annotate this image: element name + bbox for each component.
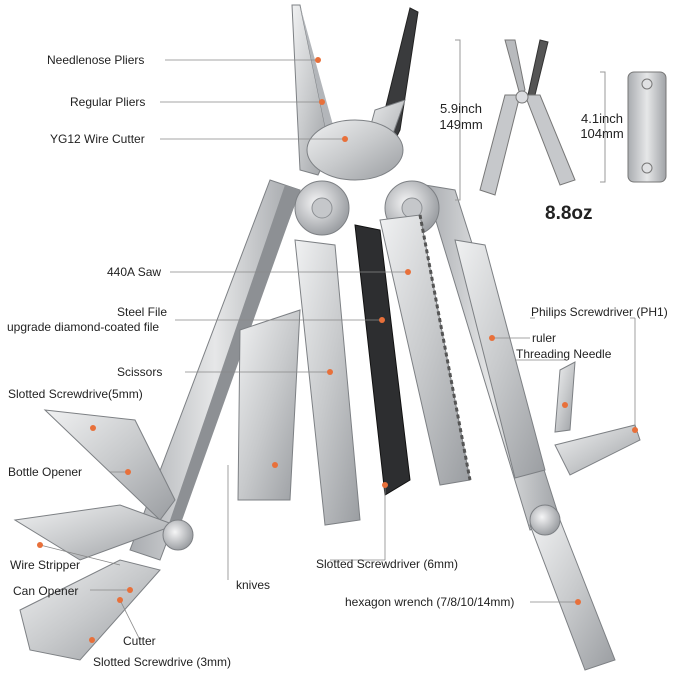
label-philips-screwdriver: Philips Screwdriver (PH1): [531, 305, 668, 319]
label-knives: knives: [236, 578, 271, 592]
label-steel-file: Steel File: [117, 305, 168, 319]
knife-blade: [237, 309, 301, 501]
label-slotted-screwdriver-5mm: Slotted Screwdrive(5mm): [8, 387, 143, 401]
label-wire-cutter: YG12 Wire Cutter: [50, 132, 145, 146]
label-slotted-screwdriver-3mm: Slotted Screwdrive (3mm): [93, 655, 232, 669]
closed-tool-thumbnail: [627, 71, 667, 183]
slotted-screwdriver-3mm-tool: [19, 559, 161, 661]
label-saw: 440A Saw: [107, 265, 162, 279]
philips-screwdriver-tool: [554, 424, 641, 476]
left-handle: [129, 179, 301, 561]
label-ruler: ruler: [532, 331, 557, 345]
label-wire-stripper: Wire Stripper: [10, 558, 81, 572]
closed-dimension-bracket: [600, 71, 606, 183]
label-hexagon-wrench: hexagon wrench (7/8/10/14mm): [345, 595, 515, 609]
open-dimension-bracket: [455, 39, 461, 201]
scissors: [294, 239, 361, 526]
label-diamond-file: upgrade diamond-coated file: [7, 320, 160, 334]
weight-label: 8.8oz: [545, 203, 593, 224]
closed-length-mm: 104mm: [580, 126, 624, 141]
label-slotted-screwdriver-6mm: Slotted Screwdriver (6mm): [316, 557, 459, 571]
label-can-opener: Can Opener: [13, 584, 79, 598]
label-threading-needle: Threading Needle: [516, 347, 612, 361]
hexagon-wrench-tool: [529, 519, 616, 671]
label-needlenose-pliers: Needlenose Pliers: [47, 53, 145, 67]
ruler-arm: [454, 239, 546, 479]
label-scissors: Scissors: [117, 365, 163, 379]
open-length-inch: 5.9inch: [440, 101, 482, 116]
label-cutter: Cutter: [123, 634, 156, 648]
slotted-screwdriver-5mm-tool: [43, 409, 176, 521]
threading-needle-tool: [554, 361, 576, 433]
label-regular-pliers: Regular Pliers: [70, 95, 146, 109]
pliers-jaws: [291, 4, 419, 181]
open-length-mm: 149mm: [439, 117, 483, 132]
leader-lines: [39, 59, 636, 641]
label-bottle-opener: Bottle Opener: [8, 465, 83, 479]
steel-file-blade: [354, 224, 411, 496]
closed-length-inch: 4.1inch: [581, 111, 623, 126]
open-tool-thumbnail: [479, 39, 576, 196]
callout-markers: [37, 57, 638, 643]
